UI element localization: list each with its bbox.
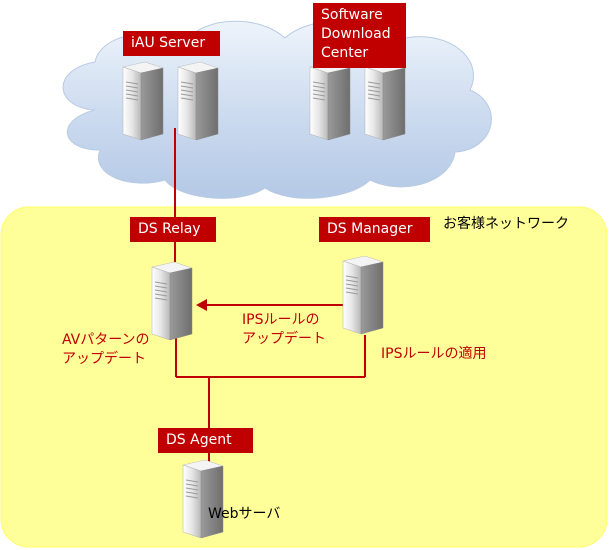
download-center-server-icon <box>309 61 351 141</box>
connection-lines <box>174 128 366 462</box>
ips-update-arrow <box>196 299 345 311</box>
iau-server-label: iAU Server <box>123 31 220 56</box>
ds-agent-label: DS Agent <box>158 428 253 453</box>
web-server-label: Webサーバ <box>208 506 281 522</box>
ips-rule-apply-text: IPSルールの適用 <box>381 346 487 362</box>
ds-manager-server-icon <box>342 255 384 335</box>
software-download-center-label: Software Download Center <box>313 3 406 68</box>
iau-server-icon <box>122 61 164 141</box>
web-server-icon <box>182 459 224 539</box>
iau-server-icon <box>177 61 219 141</box>
ds-manager-label: DS Manager <box>319 217 430 242</box>
av-pattern-update-text: AVパターンの アップデート <box>62 332 150 367</box>
download-center-server-icon <box>364 61 406 141</box>
ips-rule-update-text: IPSルールの アップデート <box>242 312 326 347</box>
ds-relay-server-icon <box>151 261 193 341</box>
ds-relay-label: DS Relay <box>130 217 216 242</box>
customer-network-label: お客様ネットワーク <box>443 216 569 232</box>
